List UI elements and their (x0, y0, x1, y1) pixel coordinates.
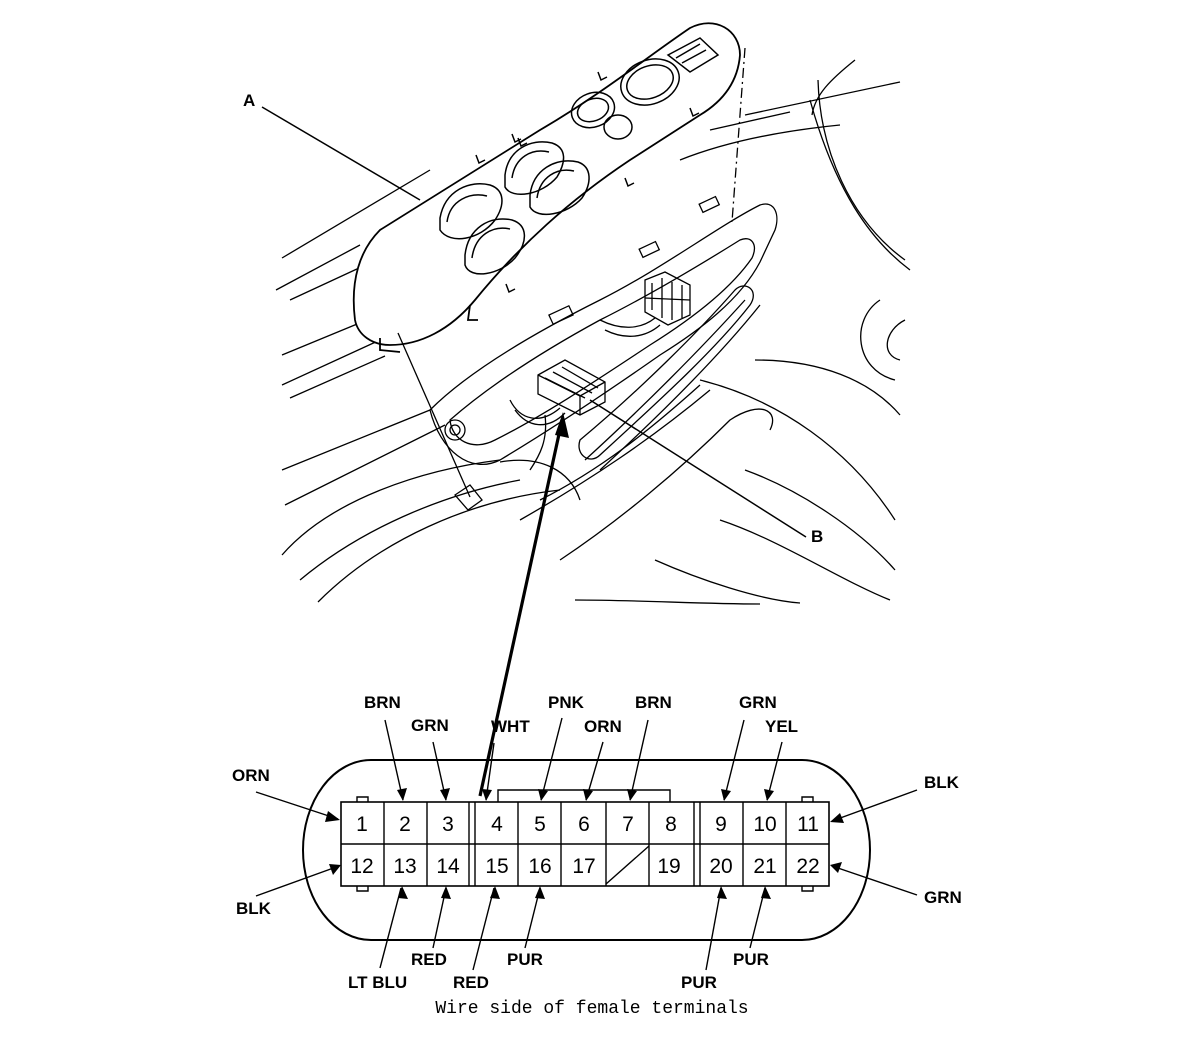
terminal-12: 12 (350, 855, 373, 878)
power-window-switch-panel (352, 22, 741, 353)
wire-label-3: GRN (411, 716, 449, 735)
wire-label-13: LT BLU (348, 973, 407, 992)
connector-face (302, 759, 871, 941)
terminal-9: 9 (715, 813, 727, 836)
connector-caption: Wire side of female terminals (435, 999, 748, 1019)
terminal-10: 10 (753, 813, 776, 836)
callout-b-label: B (811, 527, 823, 546)
terminal-6: 6 (578, 813, 590, 836)
terminal-13: 13 (393, 855, 416, 878)
terminal-14: 14 (436, 855, 460, 878)
wire-label-9: GRN (739, 693, 777, 712)
connector-pointer-arrow (478, 412, 569, 797)
wire-label-14: RED (411, 950, 447, 969)
terminal-20: 20 (709, 855, 732, 878)
wire-label-4: WHT (491, 717, 530, 736)
upper-harness-connector (599, 271, 691, 337)
wire-label-22: GRN (924, 888, 962, 907)
callout-a-label: A (243, 91, 255, 110)
wire-label-21: PUR (733, 950, 769, 969)
terminal-numbers: 1 2 3 4 5 6 7 8 9 10 11 12 13 14 15 16 1… (350, 813, 819, 878)
wire-label-20: PUR (681, 973, 717, 992)
wire-label-12: BLK (236, 899, 272, 918)
wire-label-6: ORN (584, 717, 622, 736)
callout-a: A (243, 91, 421, 201)
wire-label-16: PUR (507, 950, 543, 969)
door-trim-illustration (275, 59, 911, 605)
terminal-3: 3 (442, 813, 454, 836)
terminal-5: 5 (534, 813, 546, 836)
terminal-16: 16 (528, 855, 551, 878)
terminal-11: 11 (797, 813, 819, 836)
wire-label-15: RED (453, 973, 489, 992)
terminal-2: 2 (399, 813, 411, 836)
wire-label-11: BLK (924, 773, 960, 792)
wire-label-2: BRN (364, 693, 401, 712)
wire-label-5: PNK (548, 693, 585, 712)
wire-label-10: YEL (765, 717, 798, 736)
terminal-19: 19 (657, 855, 680, 878)
terminal-17: 17 (572, 855, 595, 878)
terminal-7: 7 (622, 813, 634, 836)
connector-housing (302, 759, 871, 941)
terminal-21: 21 (753, 855, 776, 878)
terminal-1: 1 (356, 813, 368, 836)
terminal-8: 8 (665, 813, 677, 836)
wire-arrowheads (325, 788, 844, 899)
wire-label-1: ORN (232, 766, 270, 785)
callout-b: B (589, 399, 823, 546)
wire-label-7: BRN (635, 693, 672, 712)
terminal-4: 4 (491, 813, 503, 836)
terminal-15: 15 (485, 855, 508, 878)
connector-b-illustration (509, 359, 606, 471)
wire-color-labels: ORN BRN GRN WHT PNK ORN BRN GRN YEL BLK … (232, 693, 962, 992)
terminal-22: 22 (796, 855, 819, 878)
